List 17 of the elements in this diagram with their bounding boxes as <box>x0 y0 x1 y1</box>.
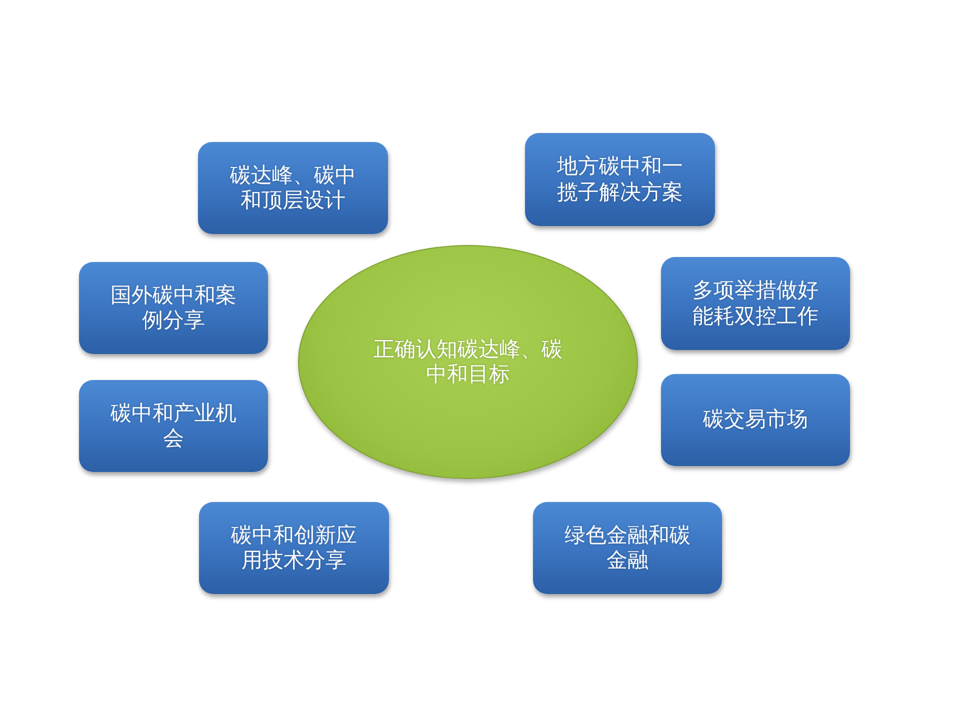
topic-text: 碳中和产业机会 <box>110 400 238 452</box>
topic-text: 地方碳中和一揽子解决方案 <box>556 154 684 205</box>
topic-text: 绿色金融和碳金融 <box>564 522 692 574</box>
topic-box <box>199 502 389 594</box>
topic-box <box>79 262 268 354</box>
topic-box <box>661 374 850 466</box>
topic-box <box>661 257 850 350</box>
topic-text: 碳达峰、碳中和顶层设计 <box>229 162 357 214</box>
topic-text: 正确认知碳达峰、碳中和目标 <box>372 336 564 388</box>
topic-text: 多项举措做好能耗双控工作 <box>692 278 820 329</box>
topic-text: 碳交易市场 <box>703 407 808 433</box>
topic-text: 碳中和创新应用技术分享 <box>230 522 358 574</box>
topic-box <box>79 380 268 472</box>
topic-text: 国外碳中和案例分享 <box>110 282 238 334</box>
topic-box <box>198 142 388 234</box>
topic-box <box>533 502 722 594</box>
topic-box <box>525 133 715 226</box>
